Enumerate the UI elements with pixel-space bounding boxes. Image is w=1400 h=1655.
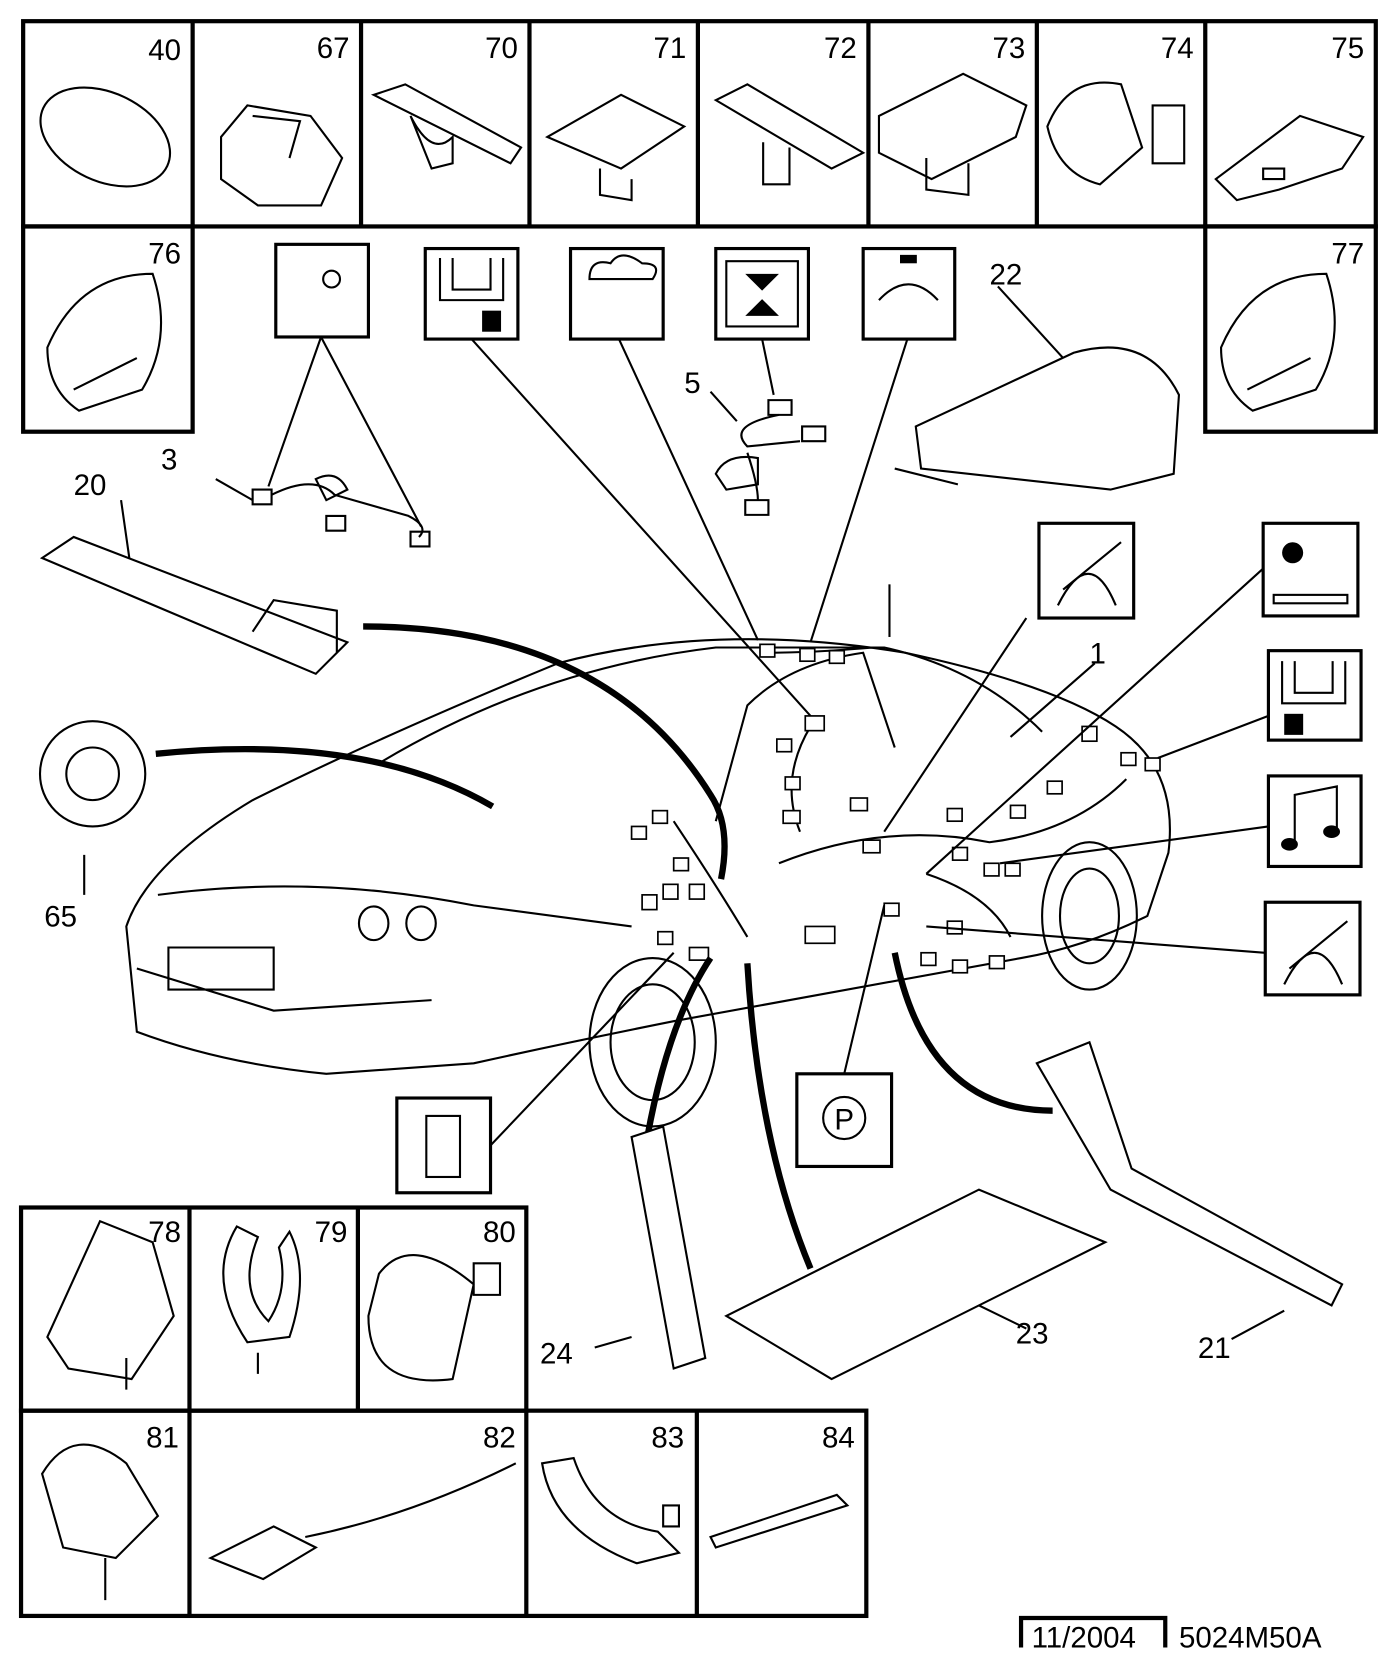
wiring-harness	[630, 643, 1161, 974]
part-label-79: 79	[315, 1216, 348, 1249]
callout-labels: 22 5 3 20 1 65 24 23 21	[44, 258, 1230, 1370]
symbol-seatbelt-1	[1037, 521, 1136, 620]
part-box-76: 76	[21, 224, 195, 434]
parking-letter: P	[834, 1104, 854, 1137]
part-label-76: 76	[148, 237, 181, 270]
part-83-tie	[540, 1456, 682, 1565]
callout-21: 21	[1198, 1332, 1231, 1365]
symbol-rain-sensor	[568, 246, 665, 341]
symbol-front-seat	[423, 246, 520, 341]
footer-reference: 5024M50A	[1179, 1622, 1322, 1655]
part-label-70: 70	[485, 32, 518, 65]
car-illustration	[125, 584, 1171, 1128]
part-label-72: 72	[824, 32, 857, 65]
symbol-seatbelt-2	[1263, 900, 1362, 997]
part-77-clip	[1219, 272, 1336, 412]
callout-65: 65	[44, 900, 77, 933]
callout-3: 3	[161, 444, 177, 477]
part-3-harness	[251, 474, 431, 548]
part-40-plug	[39, 86, 172, 188]
part-label-84: 84	[822, 1422, 855, 1455]
symbol-rear-seat	[1266, 649, 1363, 742]
part-73-clip	[877, 72, 1028, 197]
part-label-81: 81	[146, 1422, 179, 1455]
part-label-83: 83	[651, 1422, 684, 1455]
part-23-tray	[724, 1188, 1108, 1381]
part-label-67: 67	[317, 32, 350, 65]
callout-20: 20	[74, 469, 107, 502]
part-label-77: 77	[1331, 237, 1364, 270]
part-75-bracket	[1214, 114, 1365, 202]
callout-1: 1	[1089, 637, 1105, 670]
leader-lines	[83, 285, 1285, 1349]
footer: 11/2004 5024M50A	[1018, 1615, 1322, 1655]
footer-date: 11/2004	[1032, 1622, 1136, 1655]
part-label-40: 40	[148, 34, 181, 67]
part-76-clip	[46, 272, 163, 412]
part-72-stud	[713, 83, 866, 186]
part-78-clip	[46, 1219, 175, 1390]
symbol-height-arrows	[714, 246, 810, 341]
part-label-80: 80	[483, 1216, 516, 1249]
symbol-cigarette-lighter	[1261, 521, 1360, 618]
part-label-73: 73	[992, 32, 1025, 65]
part-79-clip	[222, 1225, 301, 1374]
part-67-clip	[220, 104, 344, 207]
part-label-82: 82	[483, 1422, 516, 1455]
bottom-parts-grid: 78 79 80 81 82 83 84	[18, 1205, 869, 1619]
part-81-clip	[40, 1443, 160, 1601]
callout-23: 23	[1016, 1317, 1049, 1350]
part-70-clip	[370, 83, 523, 170]
symbol-lamp	[274, 242, 370, 339]
part-22-cover	[894, 346, 1181, 491]
part-label-74: 74	[1161, 32, 1194, 65]
callout-5: 5	[684, 367, 700, 400]
part-label-75: 75	[1331, 32, 1364, 65]
part-24-rail	[630, 1125, 707, 1370]
main-components	[38, 346, 1344, 1381]
part-label-71: 71	[654, 32, 687, 65]
symbol-parking-brake: P	[795, 1072, 894, 1169]
symbol-fuse	[395, 1096, 493, 1195]
part-box-77: 77	[1203, 224, 1378, 434]
part-71-clip	[545, 93, 687, 202]
symbol-ceiling-light	[861, 246, 957, 341]
part-21-channel	[1035, 1040, 1344, 1307]
part-74-clip	[1046, 81, 1186, 186]
part-82-tie	[207, 1462, 517, 1581]
part-80-tie	[367, 1254, 502, 1382]
symbol-music	[1266, 774, 1363, 869]
part-5-harness	[714, 399, 827, 516]
part-20-channel	[39, 535, 350, 676]
callout-22: 22	[989, 258, 1022, 291]
callout-24: 24	[540, 1337, 573, 1370]
part-65-grommet	[38, 720, 147, 828]
part-84-cable-tie	[709, 1493, 850, 1549]
top-parts-grid: 40 67 70 71 72 73 74 75	[21, 19, 1378, 229]
